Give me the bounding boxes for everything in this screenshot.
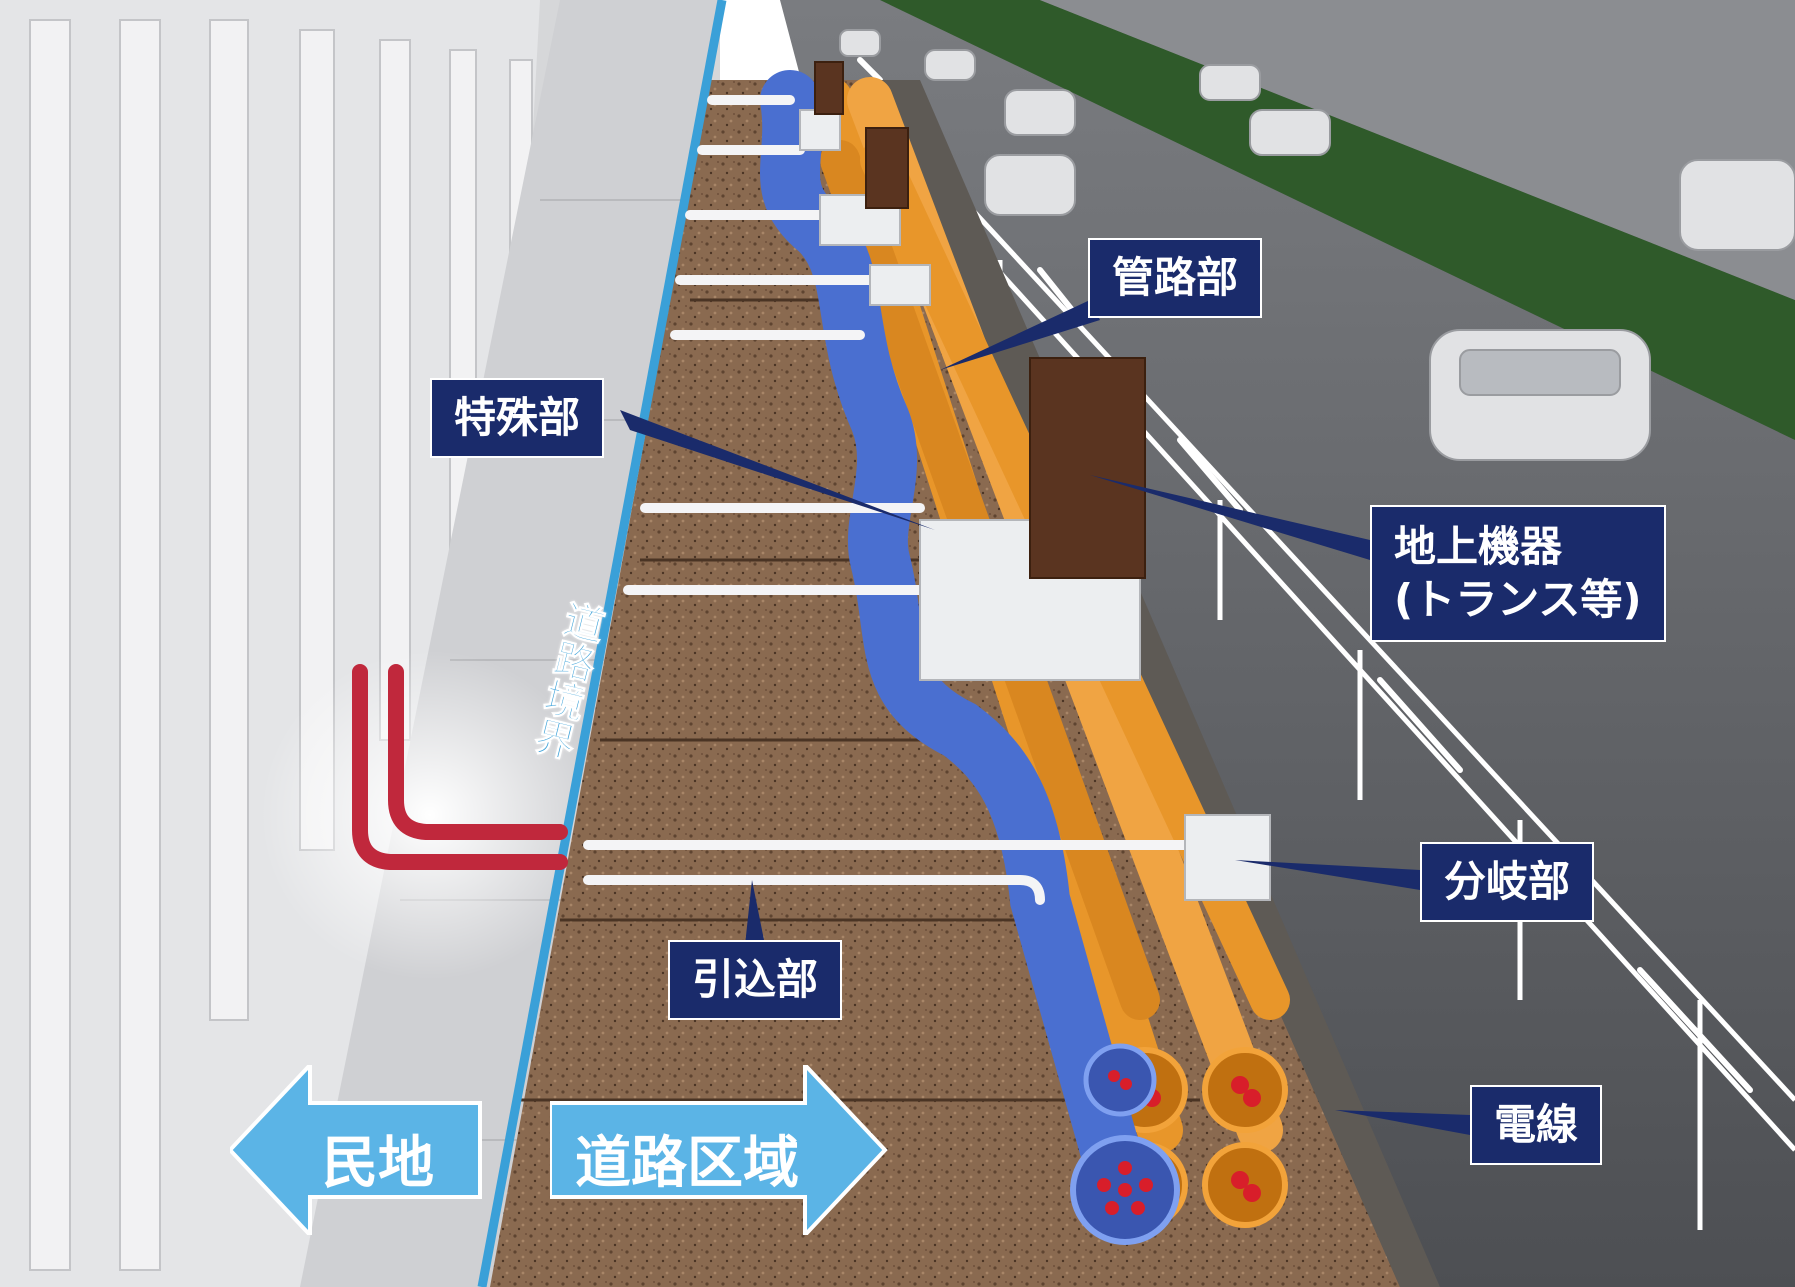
label-ground-equipment-line1: 地上機器	[1394, 522, 1563, 571]
label-ground-equipment-line2: (トランス等)	[1394, 574, 1642, 624]
cars	[839, 29, 1795, 461]
private-service-pipes	[352, 664, 568, 870]
label-electric-wire: 電線	[1470, 1085, 1603, 1166]
label-conduit-section: 管路部	[1088, 238, 1263, 319]
label-service-section: 引込部	[668, 940, 843, 1021]
leader-lines	[620, 300, 1470, 1135]
blue-conduit	[760, 70, 1140, 1180]
label-branch-section-text: 分岐部	[1444, 857, 1571, 906]
label-branch-section: 分岐部	[1420, 842, 1595, 923]
label-service-section-text: 引込部	[692, 955, 819, 1004]
label-conduit-section-text: 管路部	[1112, 253, 1239, 302]
road-area-text: 道路区域	[575, 1131, 799, 1196]
private-land-arrow	[230, 1065, 482, 1235]
trench-wall	[870, 80, 1440, 1287]
ground-equipment	[814, 61, 1146, 579]
road	[780, 0, 1795, 1287]
light-glow	[260, 650, 600, 980]
blue-conduit-end	[1070, 1043, 1180, 1245]
label-special-section: 特殊部	[430, 378, 605, 459]
label-ground-equipment: 地上機器 (トランス等)	[1370, 505, 1666, 642]
road-boundary-line	[477, 0, 727, 1287]
road-area-arrow	[550, 1065, 888, 1235]
building-pillars	[29, 19, 579, 1271]
label-electric-wire-text: 電線	[1494, 1100, 1579, 1149]
private-land-text: 民地	[322, 1131, 434, 1196]
label-special-section-text: 特殊部	[454, 393, 581, 442]
